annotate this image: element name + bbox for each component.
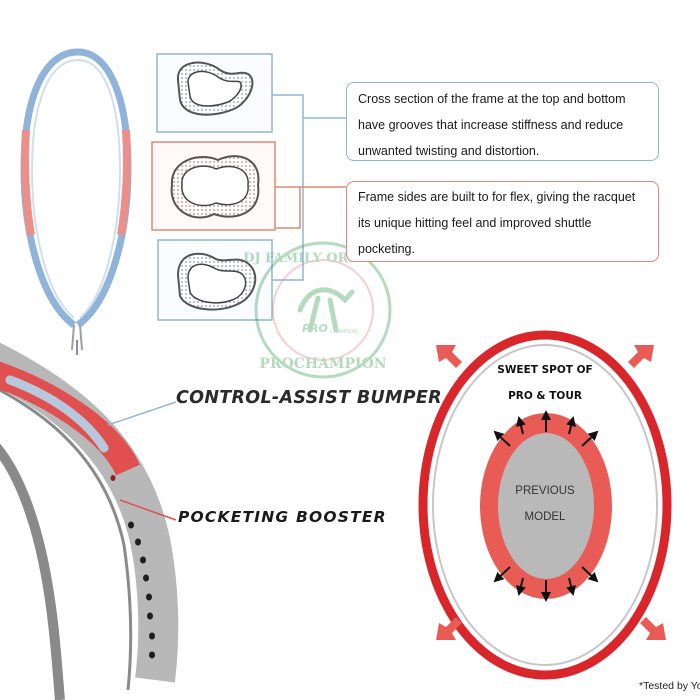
frame-diagram (20, 48, 132, 355)
sweet-spot-diagram (418, 330, 672, 680)
callout-sides-line1: Frame sides are built to for flex, givin… (358, 190, 636, 204)
sweet-spot-title-line2: PRO & TOUR (508, 390, 582, 402)
callout-top-bottom-line2: have grooves that increase stiffness and… (358, 118, 624, 132)
frame-side-left-red (21, 129, 35, 236)
frame-closeup (0, 342, 179, 700)
connector-side (275, 186, 346, 229)
closeup-inner-line (0, 443, 65, 700)
frame-inner-line (30, 58, 122, 319)
cross-section-side (151, 141, 276, 231)
grommet-holes (110, 475, 155, 659)
svg-text:CHAMPION: CHAMPION (330, 329, 357, 335)
previous-model-line2: MODEL (524, 511, 566, 523)
cross-section-top (156, 53, 273, 133)
callout-top-bottom-line3: unwanted twisting and distortion. (358, 144, 540, 158)
callout-top-bottom-line1: Cross section of the frame at the top an… (358, 92, 626, 106)
callout-top-bottom: Cross section of the frame at the top an… (346, 82, 659, 161)
frame-side-right-red (117, 129, 131, 236)
svg-text:PROCHAMPION: PROCHAMPION (259, 356, 386, 372)
callout-sides-line3: pocketing. (358, 242, 415, 256)
booster-pointer (119, 499, 177, 521)
svg-text:PRO: PRO (302, 322, 328, 335)
cross-section-bottom (157, 239, 273, 321)
closeup-frame-edge (0, 388, 133, 691)
expansion-arrows-outer (436, 345, 666, 640)
previous-model-line1: PREVIOUS (515, 485, 575, 497)
tested-by-footnote: *Tested by Yo (639, 680, 700, 692)
connector-top (272, 94, 346, 281)
bumper-pointer (107, 401, 177, 426)
racquet-head-inner (432, 344, 658, 666)
connector-lines (272, 94, 346, 281)
frame-outline-blue (20, 48, 132, 328)
callout-sides-line2: its unique hitting feel and improved shu… (358, 216, 592, 230)
frame-throat (71, 324, 83, 351)
callout-sides: Frame sides are built to for flex, givin… (346, 181, 659, 262)
pocketing-booster-label: POCKETING BOOSTER (178, 508, 387, 526)
watermark-seal: DJ FAMILY ORIGINAL PROCHAMPION PRO CHAMP… (243, 241, 403, 379)
previous-model-area (498, 433, 594, 579)
control-assist-bumper-label: CONTROL-ASSIST BUMPER (176, 388, 442, 408)
sweet-spot-title-line1: SWEET SPOT OF (497, 364, 593, 376)
bumper-strip (5, 375, 109, 453)
expansion-arrows-inner (493, 410, 599, 602)
